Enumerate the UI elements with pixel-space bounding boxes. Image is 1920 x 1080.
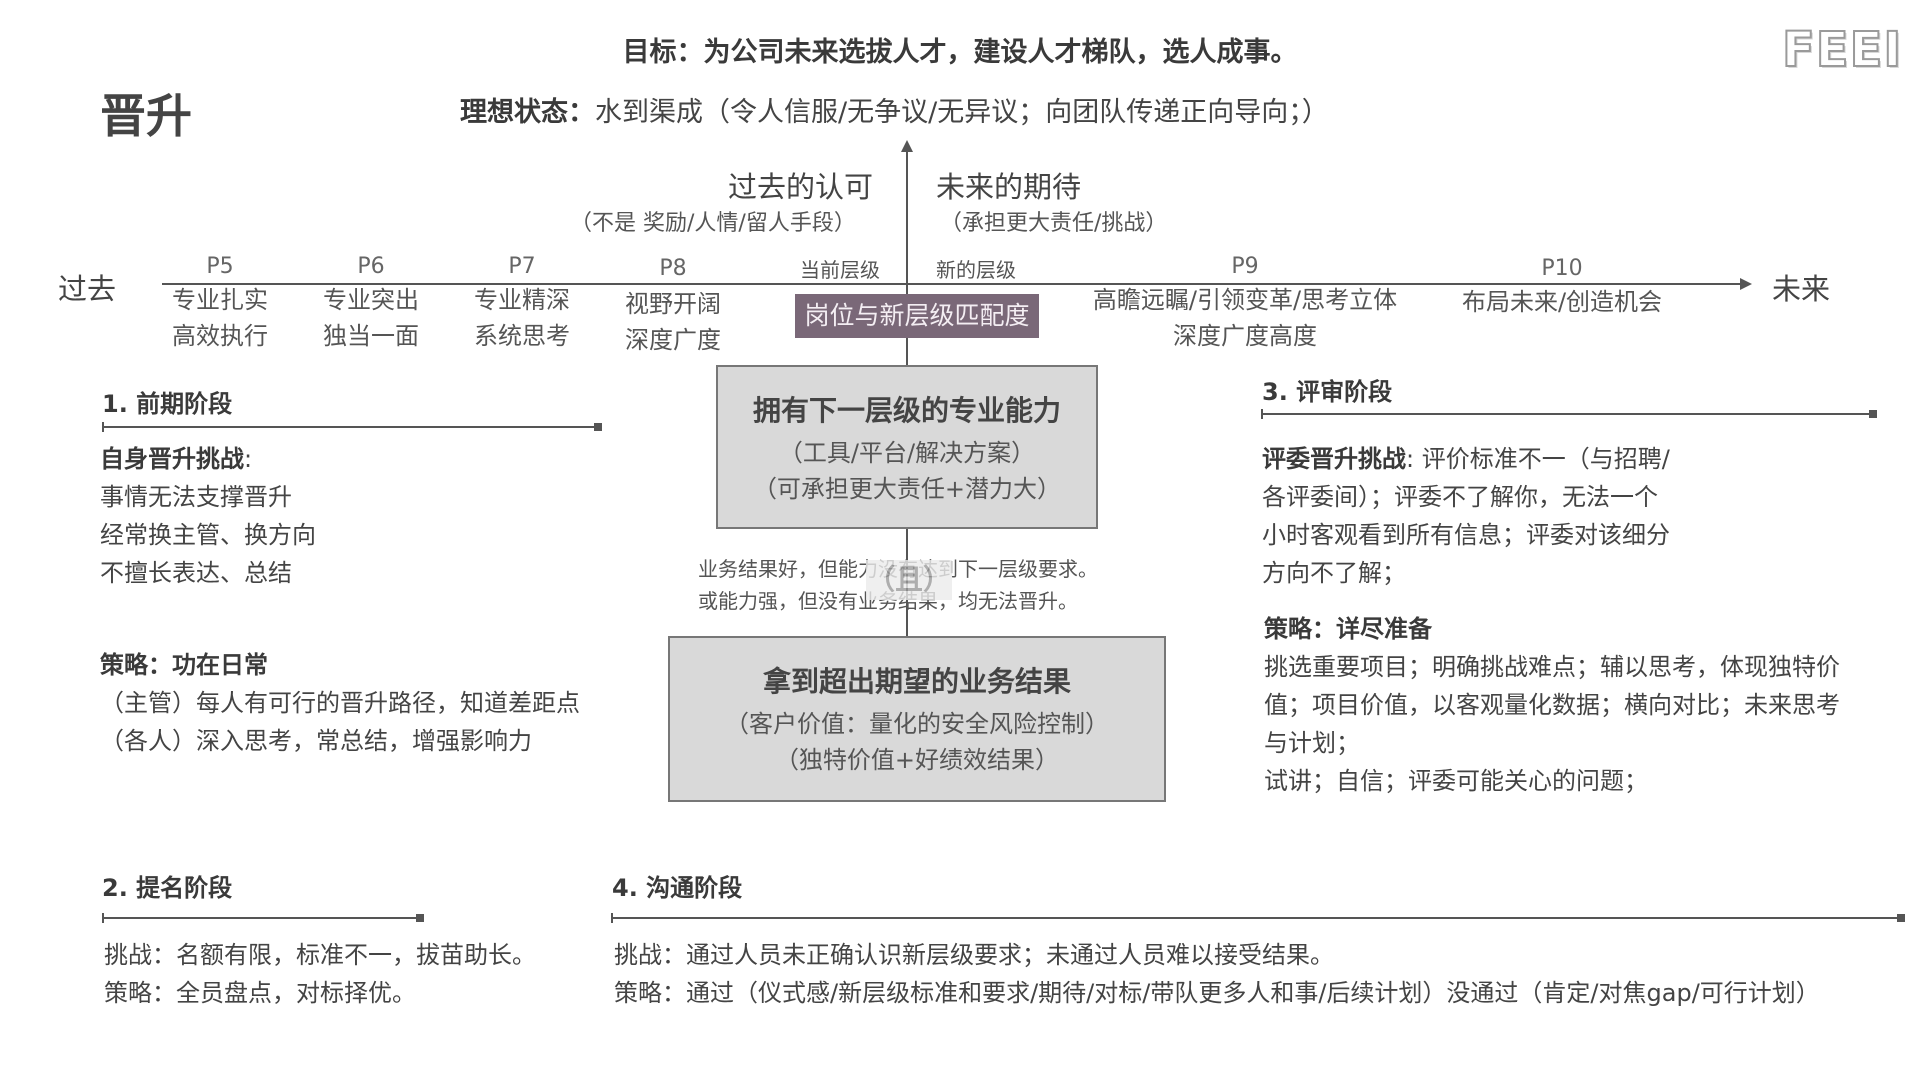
future-expectation: 未来的期待 bbox=[936, 170, 1082, 204]
ideal-text: 水到渠成（令人信服/无争议/无异议；向团队传递正向导向；） bbox=[595, 97, 1329, 128]
page-title: 晋升 bbox=[100, 89, 192, 143]
result-sub: （客户价值：量化的安全风险控制）（独特价值+好绩效结果） bbox=[725, 710, 1109, 774]
stage2-title: 2. 提名阶段 bbox=[102, 874, 233, 902]
stage1-rule bbox=[102, 422, 602, 432]
axis-right-label: 未来 bbox=[1772, 272, 1831, 306]
ideal-label: 理想状态： bbox=[460, 97, 595, 128]
level-desc: 高瞻远瞩/引领变革/思考立体深度广度高度 bbox=[1092, 286, 1398, 350]
capability-box: 拥有下一层级的专业能力 （工具/平台/解决方案）（可承担更大责任+潜力大） bbox=[716, 365, 1098, 529]
stage2-rule bbox=[102, 913, 424, 923]
level-name: P5 bbox=[206, 254, 234, 279]
level-name: P6 bbox=[357, 254, 385, 279]
capability-sub: （工具/平台/解决方案）（可承担更大责任+潜力大） bbox=[752, 439, 1062, 503]
brand-logo: FEEI bbox=[1781, 21, 1903, 79]
stage4-body: 挑战：通过人员未正确认识新层级要求；未通过人员难以接受结果。 策略：通过（仪式感… bbox=[614, 941, 1820, 1007]
past-recognition: 过去的认可 bbox=[728, 170, 874, 204]
stage2-body: 挑战：名额有限，标准不一，拔苗助长。 策略：全员盘点，对标择优。 bbox=[104, 941, 536, 1007]
level-desc: 专业扎实高效执行 bbox=[172, 286, 268, 350]
axis-left-label: 过去 bbox=[58, 272, 117, 306]
stage1-challenges: 自身晋升挑战: 事情无法支撑晋升 经常换主管、换方向 不擅长表达、总结 bbox=[100, 445, 316, 587]
ideal-state: 理想状态：水到渠成（令人信服/无争议/无异议；向团队传递正向导向；） bbox=[460, 90, 1329, 129]
stage3-title: 3. 评审阶段 bbox=[1262, 378, 1393, 406]
goal-statement: 目标：为公司未来选拔人才，建设人才梯队，选人成事。 bbox=[622, 37, 1298, 68]
and-mark: （且） bbox=[866, 560, 952, 600]
match-degree-label: 岗位与新层级匹配度 bbox=[795, 294, 1039, 338]
future-note: （承担更大责任/挑战） bbox=[940, 211, 1168, 236]
level-name: P9 bbox=[1231, 254, 1259, 279]
timeline-axis bbox=[162, 283, 1742, 285]
vertical-arrow bbox=[901, 140, 913, 152]
level-desc: 专业精深系统思考 bbox=[474, 286, 570, 350]
stage3-rule bbox=[1261, 409, 1877, 419]
level-name: P7 bbox=[508, 254, 536, 279]
stage1-strategy: 策略：功在日常 （主管）每人有可行的晋升路径，知道差距点 （各人）深入思考，常总… bbox=[100, 651, 580, 755]
timeline-arrow bbox=[1740, 278, 1752, 290]
level-desc: 布局未来/创造机会 bbox=[1461, 288, 1663, 316]
result-box: 拿到超出期望的业务结果 （客户价值：量化的安全风险控制）（独特价值+好绩效结果） bbox=[668, 636, 1166, 802]
capability-title: 拥有下一层级的专业能力 bbox=[752, 394, 1061, 427]
stage3-challenges: 评委晋升挑战: 评价标准不一（与招聘/ 各评委间）；评委不了解你，无法一个 小时… bbox=[1262, 445, 1670, 587]
level-name: P8 bbox=[659, 256, 687, 281]
new-level-label: 新的层级 bbox=[936, 258, 1016, 282]
level-name: P10 bbox=[1541, 256, 1583, 281]
stage3-strategy: 策略：详尽准备 挑选重要项目；明确挑战难点；辅以思考，体现独特价 值；项目价值，… bbox=[1264, 615, 1840, 795]
current-level-label: 当前层级 bbox=[800, 258, 880, 282]
stage4-title: 4. 沟通阶段 bbox=[612, 874, 743, 902]
result-title: 拿到超出期望的业务结果 bbox=[762, 665, 1071, 698]
past-note: （不是 奖励/人情/留人手段） bbox=[570, 211, 856, 236]
level-desc: 专业突出独当一面 bbox=[323, 286, 419, 350]
stage1-title: 1. 前期阶段 bbox=[102, 390, 233, 418]
stage4-rule bbox=[611, 913, 1905, 923]
level-desc: 视野开阔深度广度 bbox=[625, 290, 721, 354]
